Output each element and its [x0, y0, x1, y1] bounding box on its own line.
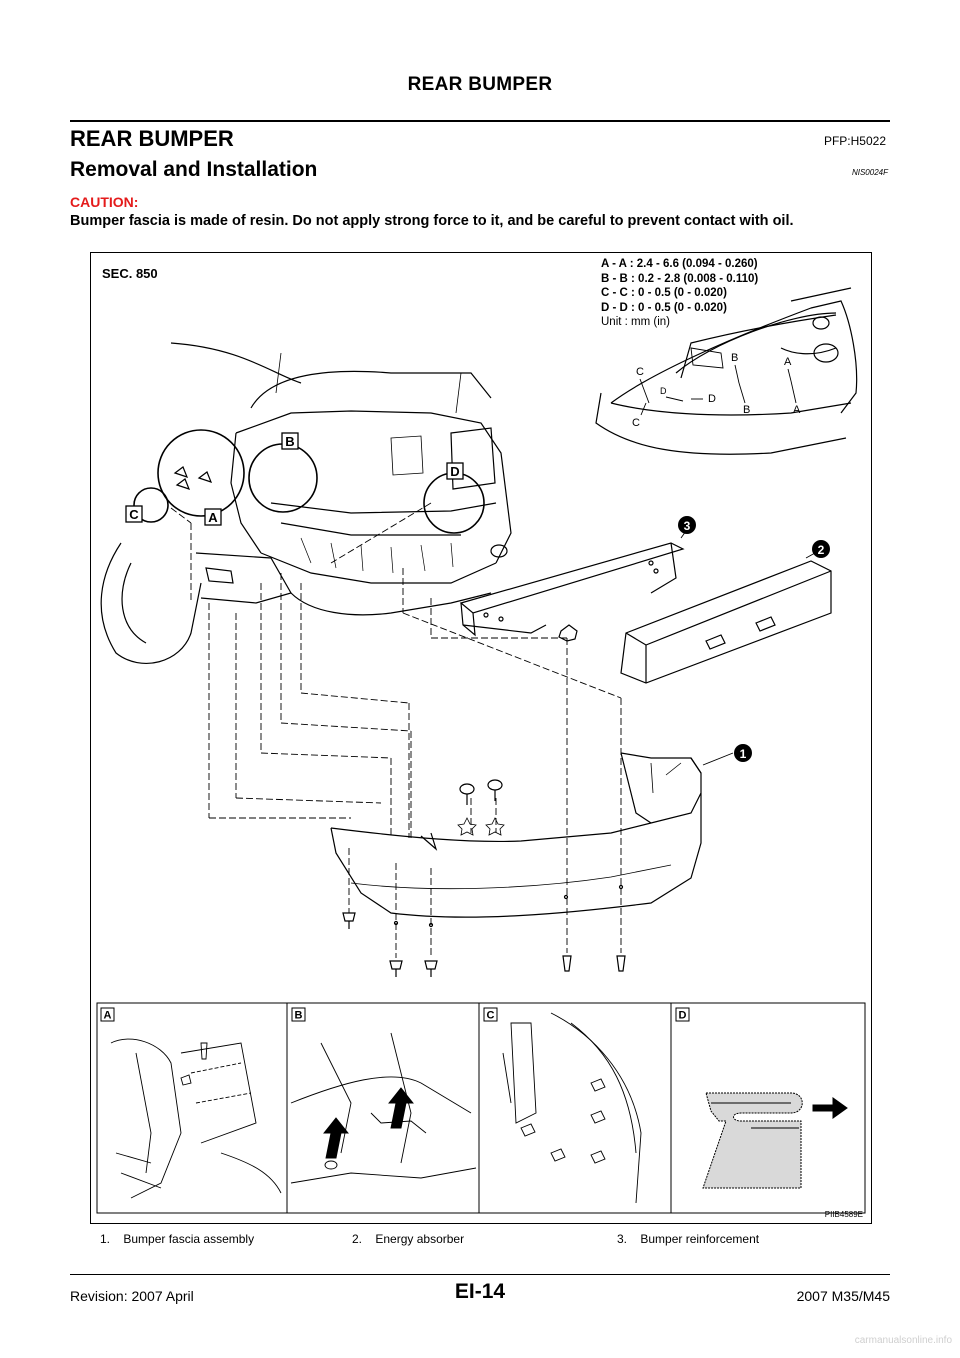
inset-car-rear-drawing [595, 287, 858, 455]
svg-text:B: B [743, 404, 750, 416]
clearance-spec-list: A - A : 2.4 - 6.6 (0.094 - 0.260) B - B … [601, 257, 758, 330]
legend-label: Bumper reinforcement [640, 1232, 760, 1246]
fastener-leader-lines [170, 502, 622, 958]
figure-id: PIIB4589E [824, 1210, 863, 1219]
svg-text:C: C [487, 1010, 495, 1022]
detail-views-grid [96, 1002, 866, 1214]
svg-text:C: C [636, 366, 644, 378]
figure-drawing: B D C A A B C D [96, 287, 866, 1214]
energy-absorber-drawing [620, 560, 832, 684]
section-title: REAR BUMPER [70, 126, 234, 151]
callout-letter-d-main: D [446, 462, 464, 480]
revision-label: Revision: 2007 April [70, 1288, 194, 1304]
legend-item-3: 3. Bumper reinforcement [617, 1232, 759, 1246]
detail-label-d: D [675, 1007, 690, 1022]
section-number-label: SEC. 850 [102, 266, 158, 281]
svg-text:A: A [793, 404, 801, 416]
svg-text:2: 2 [818, 543, 825, 557]
part-number-1: 1 [734, 744, 752, 762]
detail-label-c: C [483, 1007, 498, 1022]
legend-label: Bumper fascia assembly [123, 1232, 255, 1246]
part-number-2: 2 [812, 540, 830, 558]
spec-d-d: D - D : 0 - 0.5 (0 - 0.020) [601, 301, 727, 314]
caution-label: CAUTION: [70, 194, 139, 210]
callout-letter-a-main-text: A [208, 510, 218, 525]
callout-letter-c-main-text: C [129, 507, 139, 522]
spec-c-c: C - C : 0 - 0.5 (0 - 0.020) [601, 287, 727, 300]
svg-text:1: 1 [740, 747, 747, 761]
model-label: 2007 M35/M45 [796, 1288, 890, 1304]
spec-b-b: B - B : 0.2 - 2.8 (0.008 - 0.110) [601, 272, 759, 285]
fasteners-drawing [173, 466, 626, 977]
svg-text:A: A [784, 356, 792, 368]
spec-unit: Unit : mm (in) [601, 316, 670, 329]
legend-num: 1. [100, 1232, 111, 1246]
bumper-reinforcement-drawing [459, 542, 685, 642]
callout-letter-a-main: A [204, 508, 222, 526]
legend-num: 3. [617, 1232, 628, 1246]
detail-a-drawing [110, 1038, 282, 1199]
callout-letter-c-main: C [125, 505, 143, 523]
legend-num: 2. [352, 1232, 363, 1246]
subsection-title: Removal and Installation [70, 158, 318, 181]
footer-rule [70, 1274, 890, 1275]
svg-text:C: C [632, 417, 640, 429]
callout-letter-d-main-text: D [450, 464, 459, 479]
page-number: EI-14 [454, 1280, 506, 1303]
svg-text:D: D [708, 393, 716, 405]
svg-text:A: A [104, 1010, 112, 1022]
car-body-drawing [100, 342, 512, 664]
svg-text:D: D [660, 386, 667, 396]
svg-text:3: 3 [684, 519, 691, 533]
svg-text:B: B [731, 352, 738, 364]
detail-b-drawing [290, 1032, 477, 1184]
spec-a-a: A - A : 2.4 - 6.6 (0.094 - 0.260) [601, 258, 758, 270]
pfp-code: PFP:H5022 [823, 134, 886, 148]
running-header-title: REAR BUMPER [407, 74, 553, 95]
watermark-text: carmanualsonline.info [854, 1335, 952, 1346]
header-rule [70, 120, 890, 122]
legend-item-1: 1. Bumper fascia assembly [100, 1232, 254, 1246]
detail-label-a: A [100, 1007, 115, 1022]
bumper-fascia-drawing [330, 752, 702, 928]
detail-c-drawing [502, 1012, 642, 1204]
exploded-view-figure: B D C A A B C D [90, 252, 872, 1224]
detail-label-b: B [291, 1007, 306, 1022]
detail-d-drawing [702, 1092, 848, 1189]
subsection-code: NIS0024F [851, 168, 888, 177]
part-number-3: 3 [678, 516, 696, 534]
part-number-leaders [680, 530, 816, 766]
callout-letter-b-main-text: B [285, 434, 294, 449]
legend-label: Energy absorber [375, 1232, 465, 1246]
svg-text:B: B [295, 1010, 303, 1022]
inset-gap-pointers [639, 364, 797, 416]
caution-text: Bumper fascia is made of resin. Do not a… [70, 213, 794, 229]
callout-letter-b-main: B [281, 432, 299, 450]
inset-gap-labels: C D D C B B A A [632, 352, 801, 429]
legend-item-2: 2. Energy absorber [352, 1232, 464, 1246]
svg-text:D: D [679, 1010, 687, 1022]
